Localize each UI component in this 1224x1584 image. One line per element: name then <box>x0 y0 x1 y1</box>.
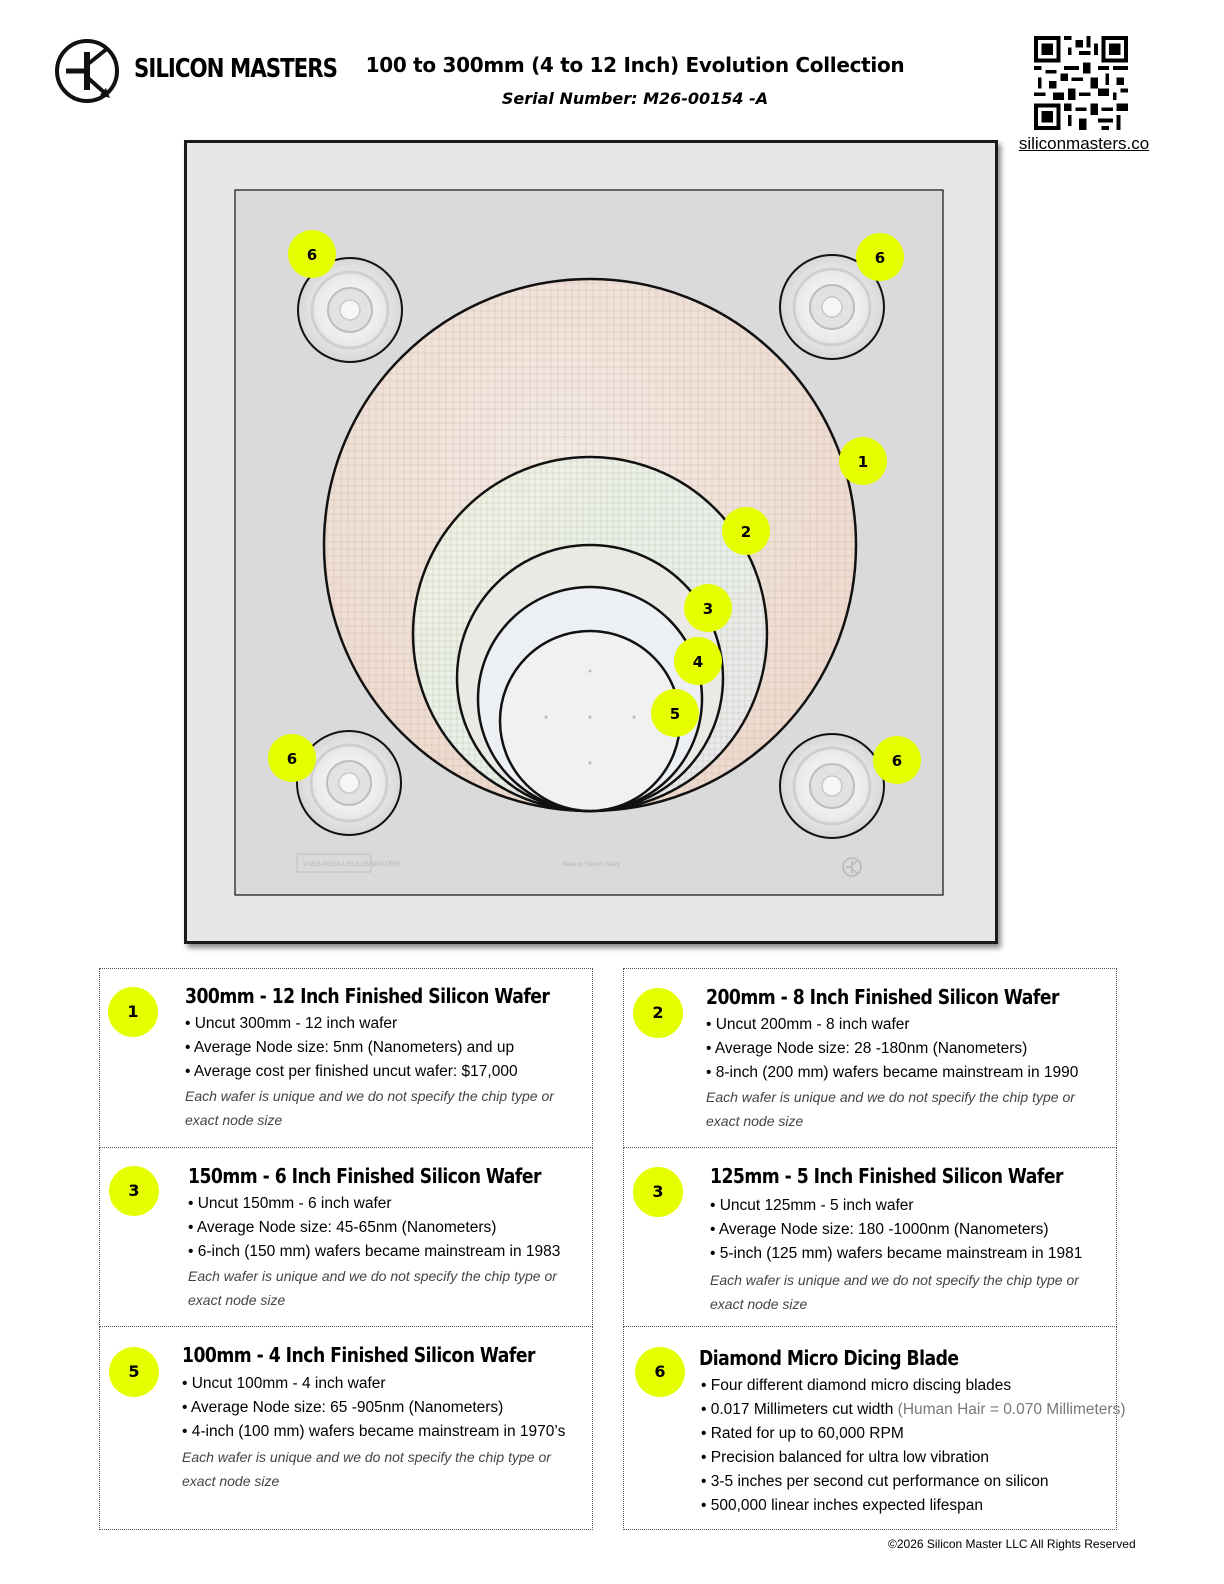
box-note: Each wafer is unique and we do not speci… <box>710 1272 1079 1312</box>
copyright: ©2026 Silicon Master LLC All Rights Rese… <box>888 1537 1136 1551</box>
callout-6-top-right: 6 <box>856 233 904 281</box>
box-line: • 500,000 linear inches expected lifespa… <box>701 1497 984 1514</box>
box-line: • Average Node size: 45-65nm (Nanometers… <box>188 1219 497 1236</box>
callout-4: 4 <box>674 637 722 685</box>
dicing-blade-bottom-right <box>779 733 885 839</box>
badge: 1 <box>108 987 158 1037</box>
callout-5: 5 <box>651 689 699 737</box>
box-line-aside: (Human Hair = 0.070 Millimeters) <box>897 1401 1126 1418</box>
info-box-150mm: 3 150mm - 6 Inch Finished Silicon Wafer … <box>99 1147 593 1327</box>
frame-logo-icon <box>842 857 862 877</box>
callout-6-top-left: 6 <box>288 230 336 278</box>
svg-text:1: 1 <box>858 453 868 471</box>
info-box-125mm: 3 125mm - 5 Inch Finished Silicon Wafer … <box>623 1147 1117 1327</box>
website-link[interactable]: siliconmasters.co <box>1018 134 1150 153</box>
silicon-masters-logo-icon <box>55 39 119 103</box>
box-line: • Average cost per finished uncut wafer:… <box>185 1063 518 1080</box>
box-title: 200mm - 8 Inch Finished Silicon Wafer <box>706 985 1059 1009</box>
callout-6-bottom-left: 6 <box>268 734 316 782</box>
svg-text:6: 6 <box>287 750 297 768</box>
info-box-300mm: 1 300mm - 12 Inch Finished Silicon Wafer… <box>99 968 593 1148</box>
box-line-text: • 0.017 Millimeters cut width <box>701 1401 894 1418</box>
box-note: Each wafer is unique and we do not speci… <box>182 1449 551 1489</box>
box-line: • Average Node size: 5nm (Nanometers) an… <box>185 1039 515 1056</box>
box-line: • 3-5 inches per second cut performance … <box>701 1473 1049 1490</box>
frame-artwork: © M26-00162 A SILICON MASTERS Made in Si… <box>234 189 944 896</box>
badge: 3 <box>633 1167 683 1217</box>
box-title: 150mm - 6 Inch Finished Silicon Wafer <box>188 1164 541 1188</box>
svg-text:4: 4 <box>693 653 703 671</box>
box-note: Each wafer is unique and we do not speci… <box>188 1268 557 1308</box>
box-line: • Uncut 200mm - 8 inch wafer <box>706 1016 910 1033</box>
info-box-100mm: 5 100mm - 4 Inch Finished Silicon Wafer … <box>99 1326 593 1530</box>
svg-text:6: 6 <box>892 752 902 770</box>
box-line: • Rated for up to 60,000 RPM <box>701 1425 904 1442</box>
box-line: • Uncut 100mm - 4 inch wafer <box>182 1375 386 1392</box>
document-title: 100 to 300mm (4 to 12 Inch) Evolution Co… <box>365 53 905 77</box>
box-line: • 4-inch (100 mm) wafers became mainstre… <box>182 1423 566 1440</box>
badge: 5 <box>109 1347 159 1397</box>
box-line: • Average Node size: 180 -1000nm (Nanome… <box>710 1221 1049 1238</box>
info-box-200mm: 2 200mm - 8 Inch Finished Silicon Wafer … <box>623 968 1117 1148</box>
box-line: • Precision balanced for ultra low vibra… <box>701 1449 990 1466</box>
box-note: Each wafer is unique and we do not speci… <box>185 1088 554 1128</box>
serial-number: Serial Number: M26-00154 -A <box>501 89 769 108</box>
qr-code-icon[interactable] <box>1034 36 1128 130</box>
dicing-blade-top-right <box>779 254 885 360</box>
box-line: • Uncut 150mm - 6 inch wafer <box>188 1195 392 1212</box>
svg-text:2: 2 <box>741 523 751 541</box>
display-frame: © M26-00162 A SILICON MASTERS Made in Si… <box>184 140 998 944</box>
box-line: • 6-inch (150 mm) wafers became mainstre… <box>188 1243 561 1260</box>
box-line: • 8-inch (200 mm) wafers became mainstre… <box>706 1064 1079 1081</box>
callout-2: 2 <box>722 507 770 555</box>
box-title: 100mm - 4 Inch Finished Silicon Wafer <box>182 1343 535 1367</box>
box-line: • Four different diamond micro discing b… <box>701 1377 1012 1394</box>
svg-text:6: 6 <box>307 246 317 264</box>
box-line: • Average Node size: 28 -180nm (Nanomete… <box>706 1040 1028 1057</box>
dicing-blade-top-left <box>297 257 403 363</box>
badge: 2 <box>633 988 683 1038</box>
svg-text:6: 6 <box>875 249 885 267</box>
box-title: 300mm - 12 Inch Finished Silicon Wafer <box>185 984 550 1008</box>
serial-plate <box>296 853 372 873</box>
plate-label: © M26-00162 A SILICON MASTERS <box>303 861 401 868</box>
badge: 6 <box>635 1347 685 1397</box>
box-line: • Average Node size: 65 -905nm (Nanomete… <box>182 1399 504 1416</box>
box-title: Diamond Micro Dicing Blade <box>699 1346 959 1370</box>
callout-1: 1 <box>839 437 887 485</box>
box-line: • 5-inch (125 mm) wafers became mainstre… <box>710 1245 1083 1262</box>
box-note: Each wafer is unique and we do not speci… <box>706 1089 1075 1129</box>
svg-text:3: 3 <box>703 600 713 618</box>
svg-text:5: 5 <box>670 705 680 723</box>
made-in-label: Made in Silicon Valley <box>562 862 620 868</box>
box-line: • 0.017 Millimeters cut width (Human Hai… <box>701 1401 1126 1419</box>
brand-name: SILICON MASTERS <box>134 54 338 84</box>
dicing-blade-bottom-left <box>296 730 402 836</box>
box-line: • Uncut 125mm - 5 inch wafer <box>710 1197 914 1214</box>
callout-6-bottom-right: 6 <box>873 736 921 784</box>
badge: 3 <box>109 1166 159 1216</box>
box-title: 125mm - 5 Inch Finished Silicon Wafer <box>710 1164 1063 1188</box>
info-box-dicing-blade: 6 Diamond Micro Dicing Blade • Four diff… <box>623 1326 1126 1530</box>
callout-3: 3 <box>684 584 732 632</box>
box-line: • Uncut 300mm - 12 inch wafer <box>185 1015 398 1032</box>
